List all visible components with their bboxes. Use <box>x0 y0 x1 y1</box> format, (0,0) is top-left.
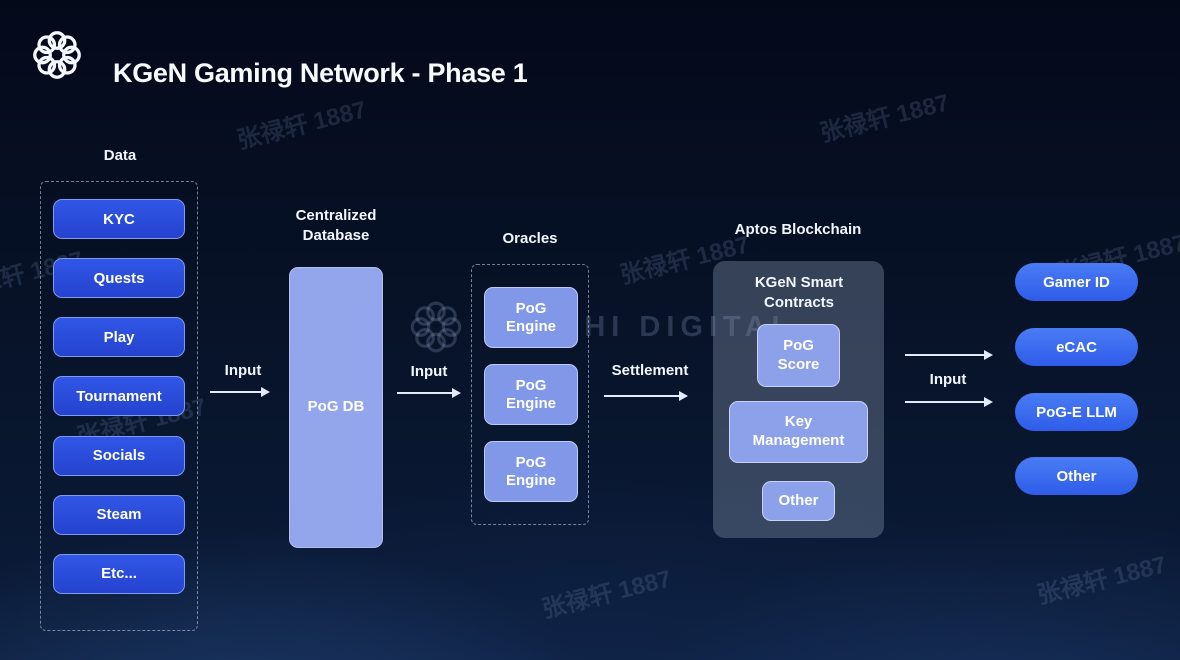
data-item-etc: Etc... <box>53 553 185 594</box>
data-group-box: KYC Quests Play Tournament Socials Steam… <box>40 181 198 631</box>
data-group-label: Data <box>103 147 137 164</box>
arrow-data-to-db <box>210 391 268 393</box>
pog-engine-label: PoG Engine <box>505 453 556 489</box>
data-item-kyc: KYC <box>53 199 185 239</box>
arrow-db-to-oracles <box>397 392 459 394</box>
pog-engine-label: PoG Engine <box>505 376 556 412</box>
key-management-node: Key Management <box>729 401 868 463</box>
watermark-stamp: 张禄轩 1887 <box>539 565 675 624</box>
oracles-label: Oracles <box>502 230 558 247</box>
input-label-2: Input <box>410 363 448 380</box>
watermark-stamp: 张禄轩 1887 <box>234 96 370 155</box>
pog-score-node: PoG Score <box>757 324 840 387</box>
aptos-label: Aptos Blockchain <box>734 221 862 238</box>
aptos-panel-title: KGeN Smart Contracts <box>754 274 844 311</box>
input-label-1: Input <box>224 362 262 379</box>
kgen-logo-icon <box>33 31 81 79</box>
arrow-aptos-to-outputs-top <box>905 354 991 356</box>
output-pill-pog-e-llm: PoG-E LLM <box>1015 393 1138 431</box>
oracles-group-box: PoG Engine PoG Engine PoG Engine <box>471 264 589 525</box>
pog-engine-label: PoG Engine <box>505 299 556 335</box>
pog-engine-node: PoG Engine <box>484 364 578 425</box>
arrow-oracles-to-aptos <box>604 395 686 397</box>
output-pill-ecac: eCAC <box>1015 328 1138 366</box>
watermark-stamp: 张禄轩 1887 <box>1034 551 1170 610</box>
data-item-steam: Steam <box>53 494 185 535</box>
data-item-tournament: Tournament <box>53 376 185 417</box>
pog-engine-node: PoG Engine <box>484 441 578 502</box>
pog-score-label: PoG Score <box>777 336 820 373</box>
output-pill-other: Other <box>1015 457 1138 495</box>
pog-db-node: PoG DB <box>289 267 383 548</box>
centralized-db-label: Centralized Database <box>295 207 377 244</box>
pog-engine-node: PoG Engine <box>484 287 578 348</box>
aptos-other-node: Other <box>762 481 835 521</box>
delphi-logo-icon <box>410 301 462 353</box>
settlement-label: Settlement <box>611 362 689 379</box>
arrow-aptos-to-outputs-bottom <box>905 401 991 403</box>
key-management-label: Key Management <box>752 413 845 449</box>
watermark-stamp: 张禄轩 1887 <box>817 89 953 148</box>
data-item-play: Play <box>53 317 185 358</box>
data-item-quests: Quests <box>53 258 185 299</box>
input-label-3: Input <box>929 371 967 388</box>
data-item-socials: Socials <box>53 435 185 476</box>
page-title: KGeN Gaming Network - Phase 1 <box>113 58 528 89</box>
output-pill-gamer-id: Gamer ID <box>1015 263 1138 301</box>
